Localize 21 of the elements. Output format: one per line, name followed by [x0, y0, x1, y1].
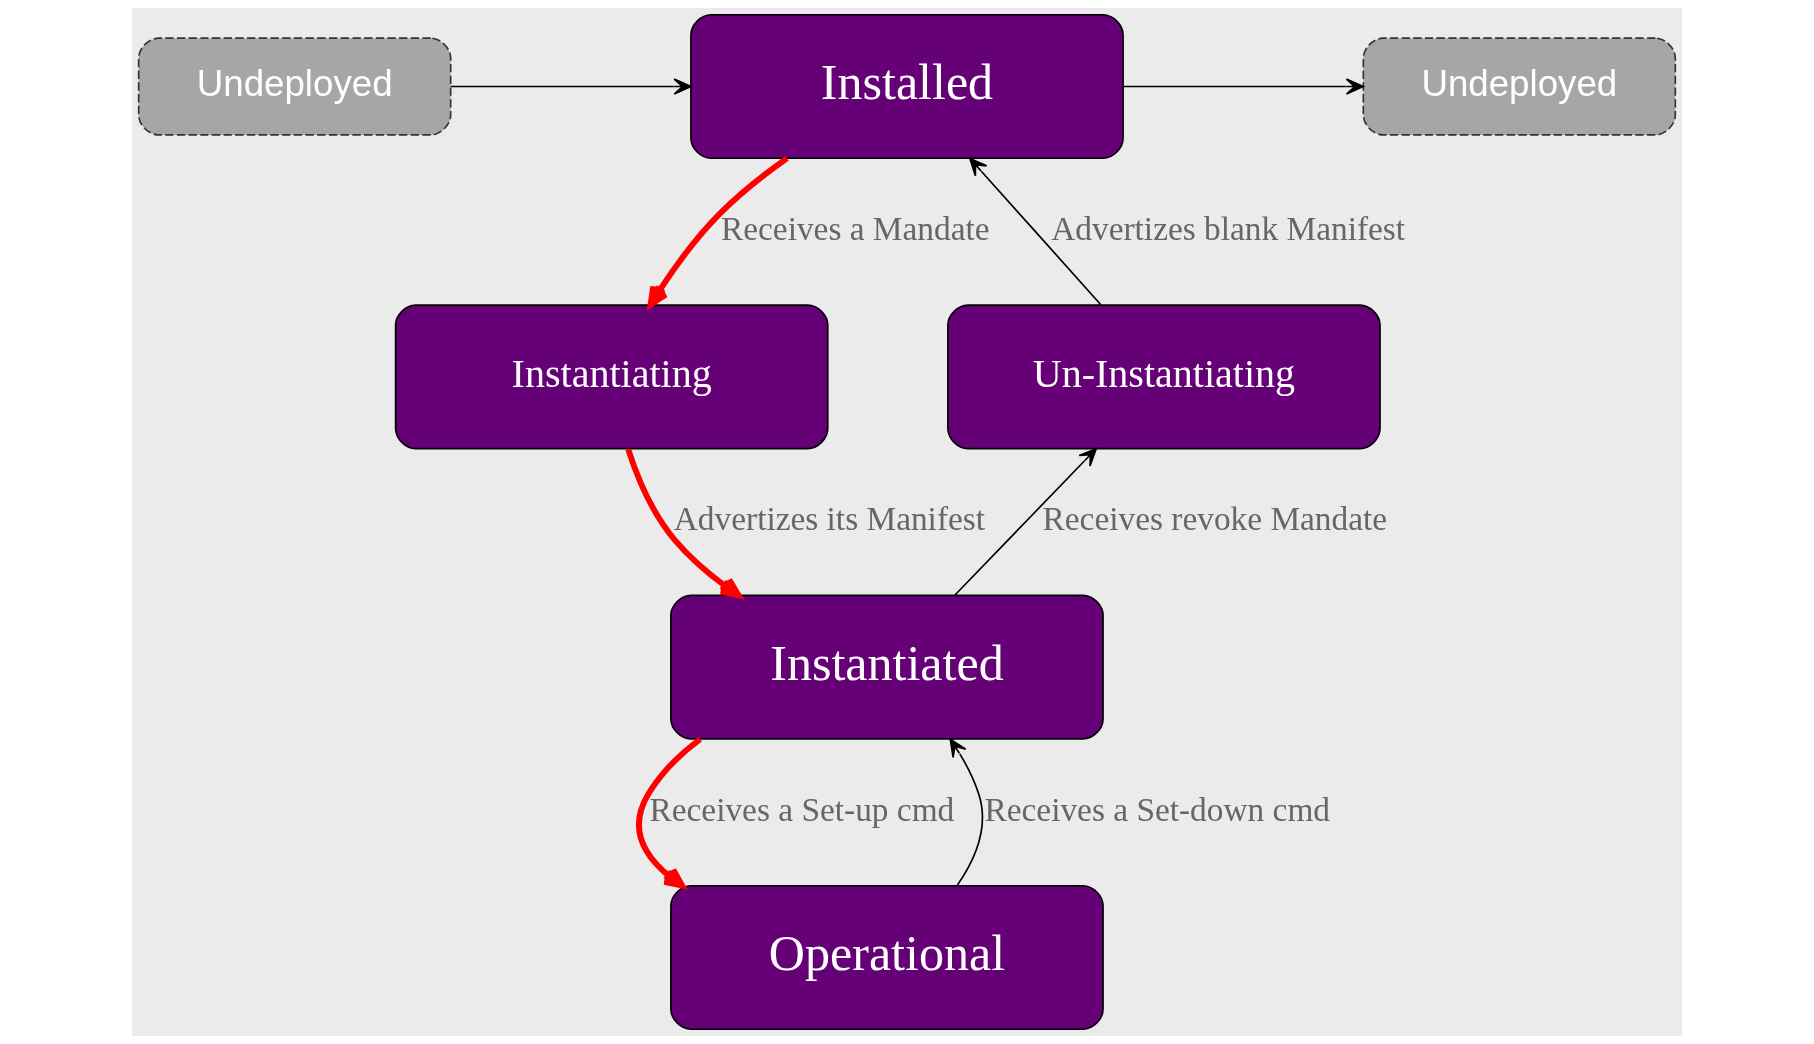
arrow [1122, 78, 1364, 95]
node-box: Undeployed [1362, 37, 1677, 136]
edge-label: Receives a Mandate [720, 210, 990, 248]
arrow [625, 448, 742, 599]
node-box: Installed [690, 13, 1124, 160]
arrow [647, 156, 789, 308]
node-box: Operational [670, 884, 1104, 1031]
node-box: Undeployed [137, 37, 452, 136]
arrow [449, 78, 692, 95]
edge-label: Receives a Set-down cmd [984, 790, 1331, 828]
arrow [969, 157, 1102, 306]
node-box: Instantiating [394, 304, 829, 450]
node-box: Instantiated [670, 594, 1104, 740]
edge-label: Advertizes its Manifest [673, 500, 986, 538]
edge-label: Receives a Set-up cmd [649, 790, 955, 828]
arrow [949, 738, 984, 887]
edge-label: Advertizes blank Manifest [1051, 210, 1406, 248]
edge-label: Receives revoke Mandate [1042, 500, 1388, 538]
arrow [636, 736, 702, 889]
arrow [954, 447, 1098, 596]
node-box: Un-Instantiating [947, 304, 1381, 450]
